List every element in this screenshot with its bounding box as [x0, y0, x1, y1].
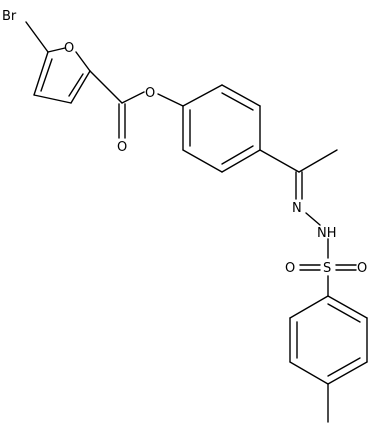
bond-ph1-b [221, 84, 261, 107]
atom-o-ester: O [145, 86, 155, 101]
bond-ph1-d [221, 149, 261, 173]
bond-cimine-methyl [298, 149, 338, 173]
bond-n-nh [305, 212, 321, 226]
bond-c4-c5 [33, 51, 49, 96]
bond-c3-c4 [33, 94, 72, 104]
atom-s: S [323, 261, 331, 276]
bond-ph1-d-inner [221, 145, 254, 165]
bond-c5-o1 [47, 47, 66, 53]
atom-o-furan: O [64, 41, 74, 56]
bond-ph2-c [327, 361, 368, 385]
bond-c2-c3-inner [68, 73, 84, 97]
atom-br: Br [2, 9, 17, 24]
bond-c2-c3 [70, 70, 91, 104]
bond-ph1-a [182, 84, 223, 107]
bond-ph2-a-inner [327, 303, 361, 323]
bond-ring-cimine [259, 149, 300, 173]
bond-ph2-d [289, 361, 329, 385]
bonds [25, 21, 368, 423]
bond-ph2-c-inner [327, 357, 361, 377]
bond-o1-c2 [75, 51, 91, 72]
bond-ph1-e [182, 149, 223, 173]
bond-oester-ring [157, 93, 184, 107]
bond-ph1-b-inner [221, 92, 254, 111]
bond-c5-br [25, 21, 49, 53]
atom-o-carbonyl: O [117, 140, 127, 155]
bond-ccarbonyl-oester [121, 91, 145, 104]
bond-c4-c5-inner [40, 58, 53, 92]
atom-o-sulfonyl-right: O [357, 261, 367, 276]
bond-ph2-f [289, 295, 329, 319]
atom-n-imine: N [292, 201, 302, 216]
atom-nh: NH [317, 226, 337, 241]
bond-ph2-a [327, 295, 368, 319]
bond-c2-ccarbonyl [89, 70, 123, 104]
atom-labels: Br O O O N NH S O O [2, 9, 367, 276]
atom-o-sulfonyl-left: O [285, 261, 295, 276]
